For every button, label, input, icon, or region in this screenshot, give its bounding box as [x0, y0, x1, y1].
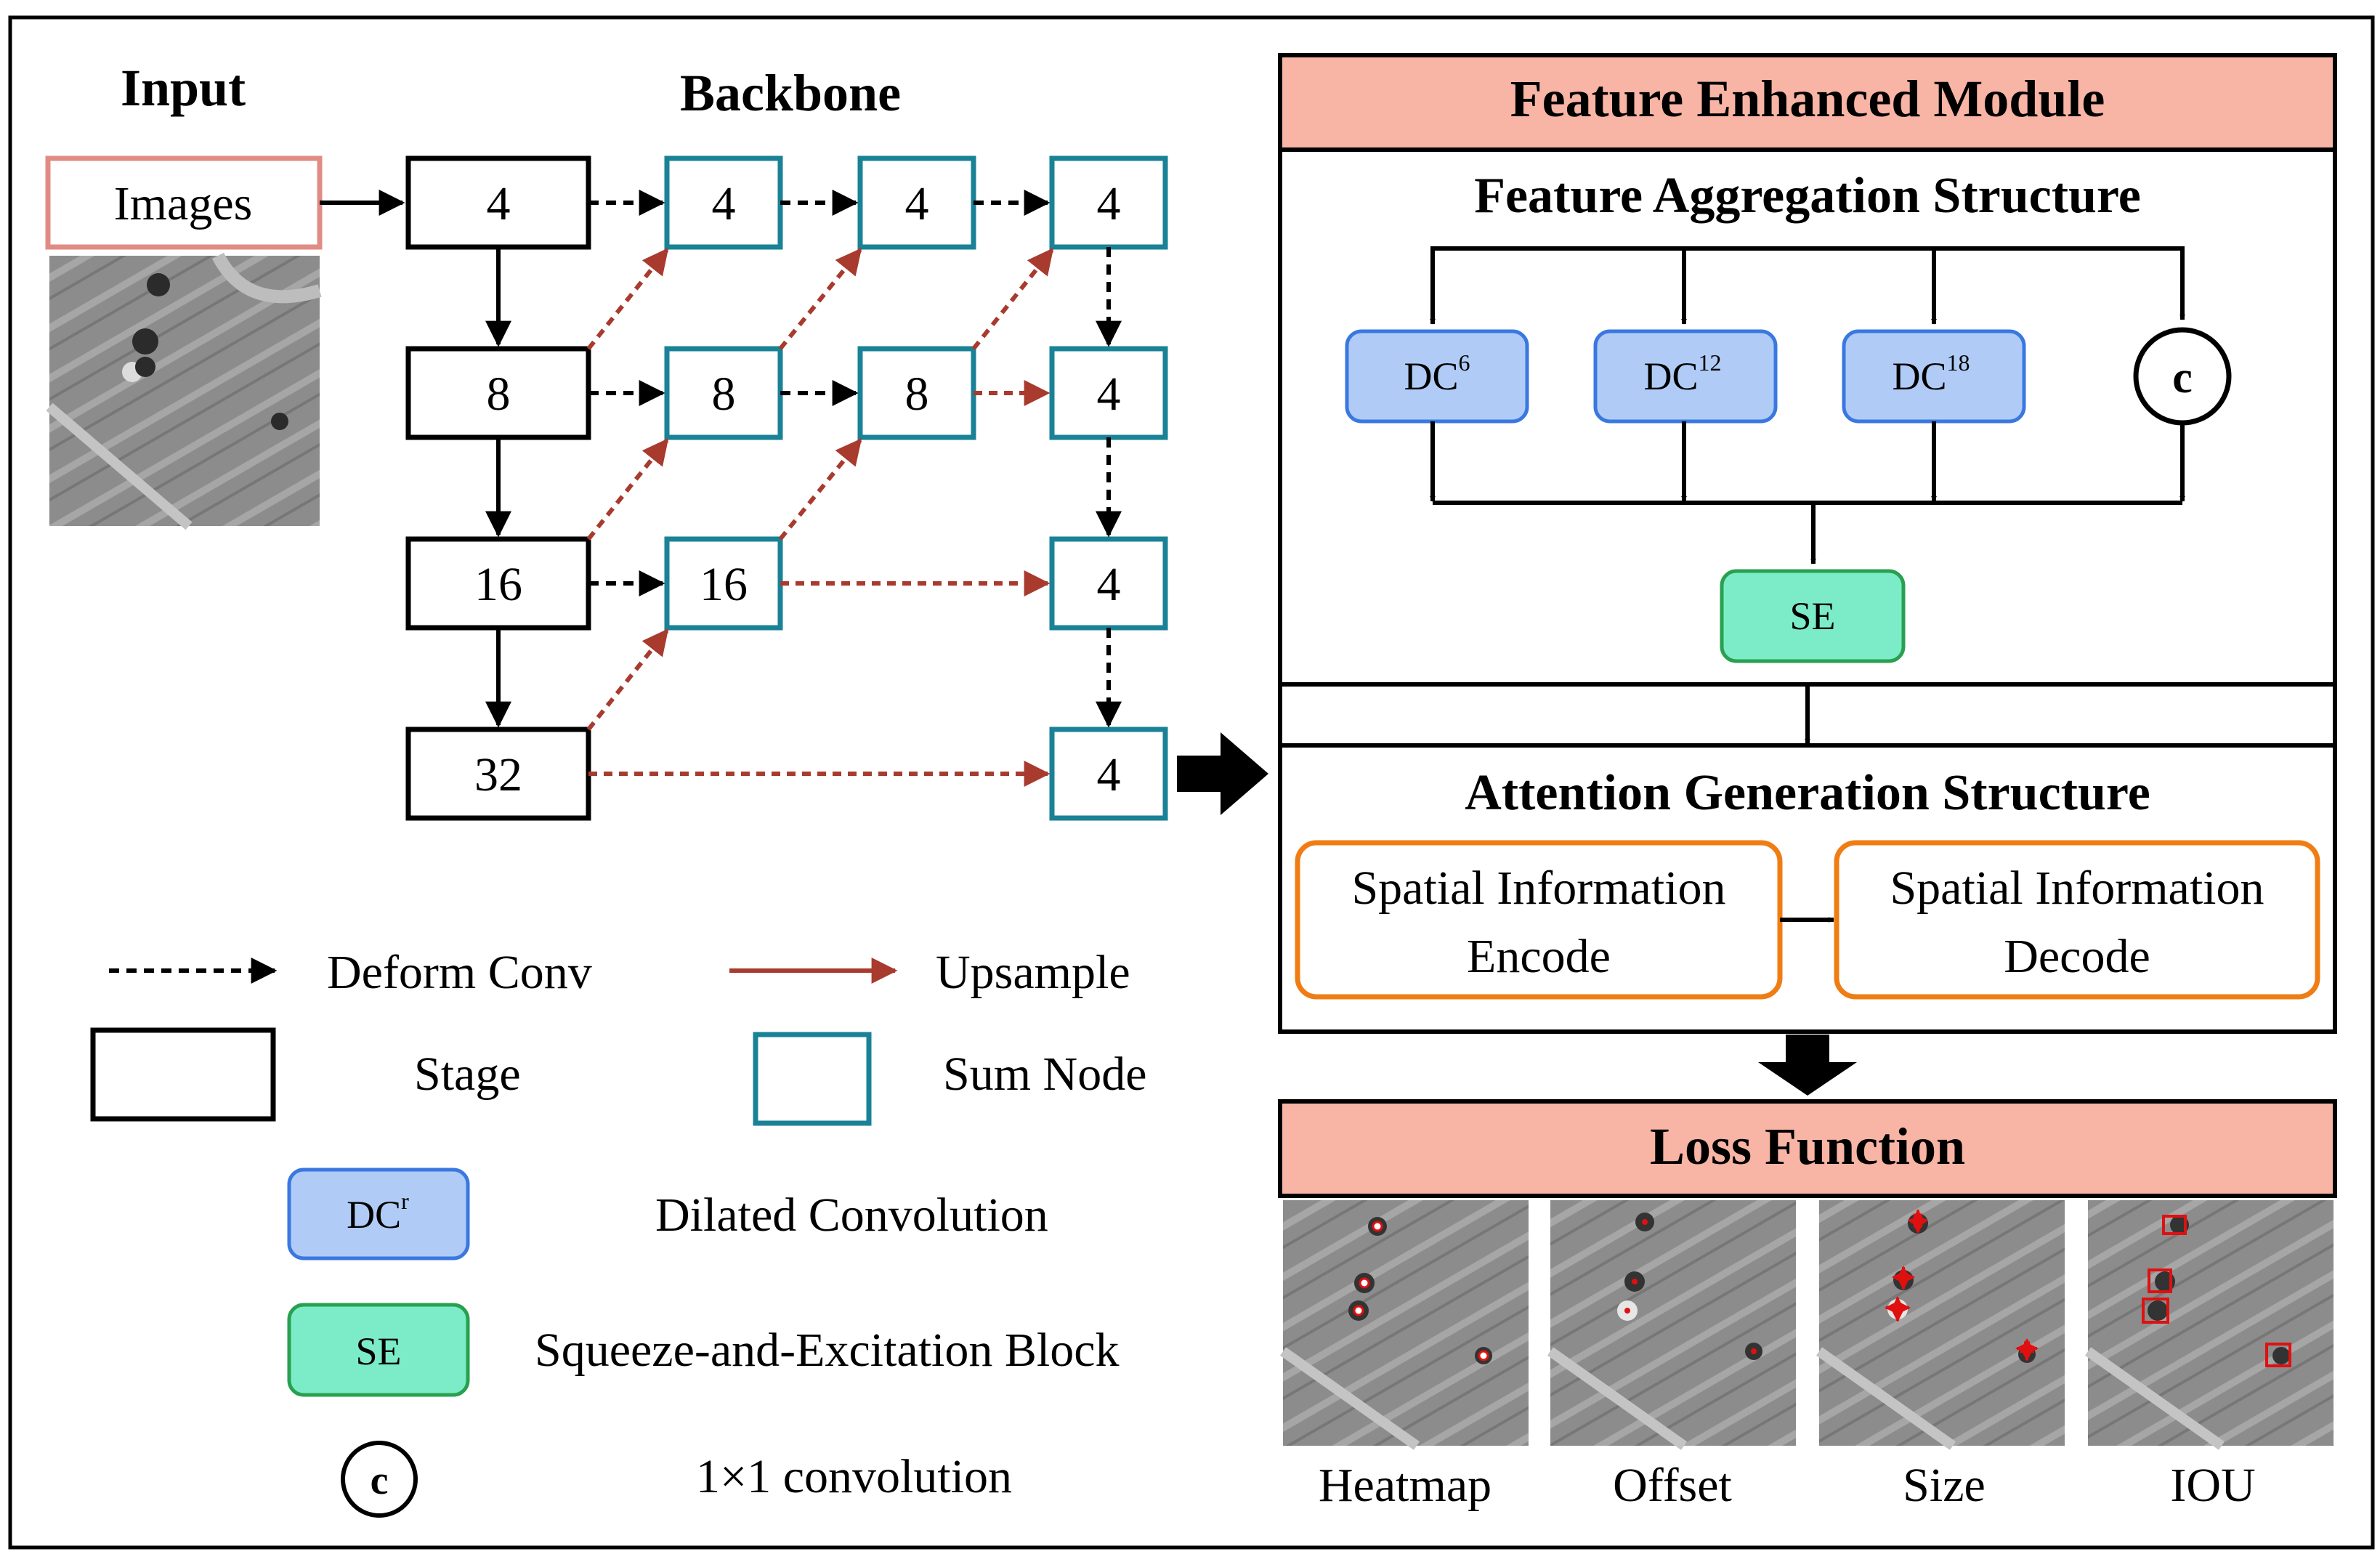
- encode-line1: Spatial Information: [1351, 862, 1725, 915]
- dc6-sup: 6: [1459, 349, 1470, 376]
- images-box: [45, 155, 323, 250]
- legend-se-box: [287, 1303, 470, 1397]
- legend-dc-box: [287, 1168, 470, 1260]
- legend-c-circle: [341, 1441, 418, 1518]
- legend-c-text: c: [371, 1458, 389, 1503]
- dc6-text: DC6: [1404, 349, 1470, 398]
- stage-label-32: 32: [474, 748, 522, 801]
- legend-dc-sup: r: [401, 1188, 409, 1214]
- dc18-base: DC: [1892, 355, 1946, 398]
- encode-line2: Encode: [1467, 930, 1611, 983]
- sum-node-c4-r2: [1049, 346, 1168, 440]
- fas-c-text: c: [2172, 353, 2193, 402]
- sum-node-c4-r1-label: 4: [1097, 177, 1121, 230]
- legend-upsample-label: Upsample: [936, 946, 1130, 999]
- offset-panel: [1547, 1200, 1796, 1450]
- stage-label-4: 4: [487, 177, 511, 230]
- sum-node-c2-r3-label: 16: [700, 558, 748, 611]
- loss-label-iou: IOU: [2170, 1459, 2255, 1512]
- deform-conv-arrows: [588, 190, 1122, 728]
- sum-node-c3-r1-label: 4: [905, 177, 929, 230]
- legend-deform-label: Deform Conv: [327, 946, 592, 999]
- input-title: Input: [121, 59, 246, 117]
- fas-title: Feature Aggregation Structure: [1474, 168, 2141, 224]
- stage-box-8: [405, 346, 591, 440]
- legend-stage-box: [90, 1027, 276, 1122]
- sum-node-c2-r2: [664, 346, 783, 440]
- dc6-base: DC: [1404, 355, 1458, 398]
- upsample-arrow-6: [586, 628, 669, 731]
- sum-node-c3-r2-label: 8: [905, 368, 929, 421]
- stage-label-16: 16: [474, 558, 522, 611]
- upsample-arrows: [586, 248, 1054, 787]
- upsample-arrow-5: [778, 438, 862, 541]
- heatmap-panel: [1279, 1200, 1529, 1450]
- images-label: Images: [114, 177, 253, 230]
- dc18-sup: 18: [1947, 349, 1970, 376]
- stage-label-8: 8: [487, 368, 511, 421]
- sum-node-c3-r1: [857, 155, 976, 250]
- dc18-text: DC18: [1892, 349, 1970, 398]
- upsample-arrow-2: [778, 248, 862, 350]
- sum-node-c2-r1: [664, 155, 783, 250]
- fas-se-box: [1720, 569, 1906, 663]
- upsample-arrow-3: [971, 248, 1054, 350]
- iou-panel: [2084, 1200, 2334, 1450]
- legend-sum-node-box: [753, 1032, 872, 1126]
- backbone-title: Backbone: [680, 64, 901, 122]
- sum-node-c2-r2-label: 8: [712, 368, 736, 421]
- legend-sum-node-label: Sum Node: [943, 1048, 1147, 1101]
- legend-dc-base: DC: [347, 1193, 401, 1237]
- legend-dc-text: DCr: [347, 1188, 409, 1237]
- input-aerial-image: [46, 252, 322, 530]
- ags-title: Attention Generation Structure: [1465, 765, 2150, 821]
- sum-node-c4-r4-label: 4: [1097, 748, 1121, 801]
- upsample-arrow-4: [586, 438, 669, 541]
- sum-node-c2-r3: [664, 536, 783, 631]
- size-panel: [1816, 1200, 2065, 1450]
- fas-se-text: SE: [1789, 594, 1835, 638]
- upsample-arrow-1: [586, 248, 669, 350]
- dc12-base: DC: [1643, 355, 1698, 398]
- sum-node-c4-r4: [1049, 727, 1168, 821]
- stage-box-4: [405, 155, 591, 250]
- decode-line2: Decode: [2004, 930, 2150, 983]
- sum-node-c2-r1-label: 4: [712, 177, 736, 230]
- sum-node-c4-r2-label: 4: [1097, 368, 1121, 421]
- outer-frame: [8, 15, 2375, 1550]
- loss-label-offset: Offset: [1613, 1459, 1732, 1512]
- legend-conv1x1-label: 1×1 convolution: [696, 1450, 1012, 1503]
- loss-header: [1278, 1099, 2337, 1198]
- legend-dilated-label: Dilated Convolution: [655, 1189, 1048, 1242]
- legend-se-label: Squeeze-and-Excitation Block: [535, 1324, 1120, 1377]
- fem-title: Feature Enhanced Module: [1510, 70, 2105, 128]
- decode-box: [1834, 840, 2320, 1000]
- decode-line1: Spatial Information: [1890, 862, 2264, 915]
- stage-box-32: [405, 727, 591, 821]
- backbone-to-fem-arrow: [1177, 732, 1268, 815]
- dc6-box: [1345, 329, 1529, 424]
- sum-node-c3-r2: [857, 346, 976, 440]
- fem-header: [1278, 53, 2337, 152]
- dc12-text: DC12: [1643, 349, 1721, 398]
- fem-to-loss-arrow: [1758, 1035, 1857, 1096]
- loss-label-size: Size: [1903, 1459, 1986, 1512]
- legend-se-text: SE: [355, 1330, 401, 1373]
- dc12-sup: 12: [1699, 349, 1722, 376]
- loss-label-heatmap: Heatmap: [1319, 1459, 1491, 1512]
- legend-stage-label: Stage: [414, 1048, 521, 1101]
- loss-title: Loss Function: [1650, 1117, 1965, 1175]
- sum-node-c4-r3-label: 4: [1097, 558, 1121, 611]
